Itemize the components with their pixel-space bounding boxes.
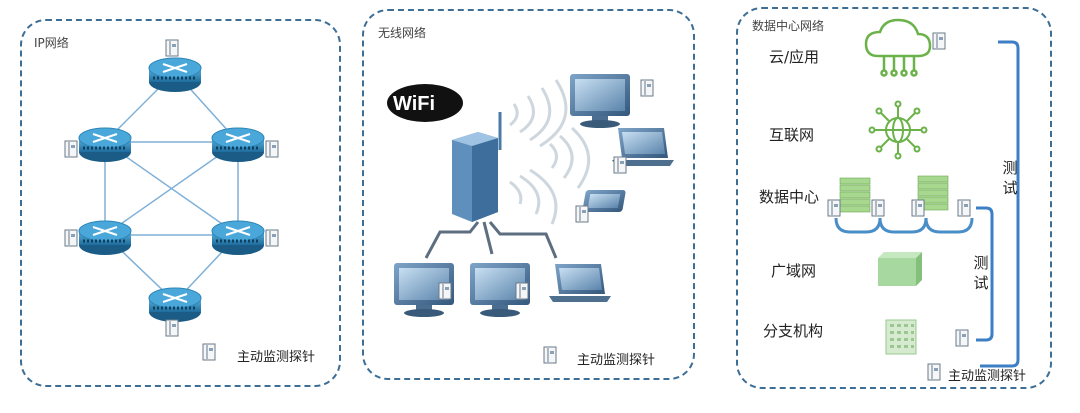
- laptop: [549, 264, 611, 302]
- probe-icon: [827, 199, 841, 217]
- ip-legend-label: 主动监测探针: [237, 350, 316, 365]
- desktop-monitor: [570, 74, 630, 128]
- dc-row-datacenter: 数据中心: [759, 188, 820, 206]
- cloud-icon: [864, 18, 932, 77]
- legend-probe-icon: [927, 363, 941, 381]
- wireless-legend-label: 主动监测探针: [577, 353, 656, 368]
- probe-icon: [64, 229, 78, 247]
- branch-building-icon: [885, 319, 917, 355]
- dc-panel-title: 数据中心网络: [752, 19, 825, 33]
- legend-probe-icon: [202, 343, 216, 361]
- dc-row-branch: 分支机构: [763, 322, 824, 340]
- test-label-inner: 测试: [973, 254, 989, 292]
- probe-icon: [932, 32, 946, 50]
- ip-network-panel: [20, 19, 341, 387]
- router-low-left: [77, 219, 133, 257]
- test-label-outer: 测试: [1002, 159, 1018, 197]
- wired-links: [424, 221, 558, 259]
- probe-icon: [515, 282, 529, 300]
- probe-icon: [957, 199, 971, 217]
- router-mid-right: [210, 126, 266, 164]
- dc-row-internet: 互联网: [769, 126, 815, 144]
- globe-network-icon: [868, 100, 928, 160]
- router-top: [147, 56, 203, 94]
- probe-icon: [613, 156, 627, 174]
- probe-icon: [640, 79, 654, 97]
- wireless-access-point: [452, 112, 502, 222]
- datacenter-network-panel: [736, 7, 1052, 389]
- ip-links: [104, 71, 239, 303]
- probe-icon: [911, 199, 925, 217]
- wireless-signal: [509, 79, 591, 225]
- probe-icon: [265, 140, 279, 158]
- wifi-logo: WiFi: [387, 84, 463, 122]
- wireless-panel-title: 无线网络: [378, 26, 427, 40]
- legend-probe-icon: [543, 346, 557, 364]
- server-rack-icon: [839, 177, 871, 213]
- test-bracket-inner: [976, 206, 994, 342]
- datacenter-links: [834, 217, 974, 234]
- router-mid-left: [77, 126, 133, 164]
- svg-text:WiFi: WiFi: [393, 93, 435, 115]
- router-low-right: [210, 219, 266, 257]
- wan-box-icon: [878, 252, 922, 286]
- probe-icon: [265, 229, 279, 247]
- probe-icon: [575, 205, 589, 223]
- tablet-device: [582, 190, 626, 212]
- dc-row-cloud-app: 云/应用: [769, 48, 820, 66]
- probe-icon: [165, 319, 179, 337]
- router-bottom: [147, 286, 203, 324]
- dc-legend-label: 主动监测探针: [948, 369, 1027, 384]
- wireless-network-panel: [362, 9, 695, 380]
- dc-row-wan: 广域网: [771, 262, 817, 280]
- probe-icon: [871, 199, 885, 217]
- probe-icon: [64, 140, 78, 158]
- test-bracket-outer: [980, 40, 1020, 368]
- ip-panel-title: IP网络: [34, 36, 69, 50]
- probe-icon: [955, 329, 969, 347]
- probe-icon: [438, 282, 452, 300]
- probe-icon: [165, 39, 179, 57]
